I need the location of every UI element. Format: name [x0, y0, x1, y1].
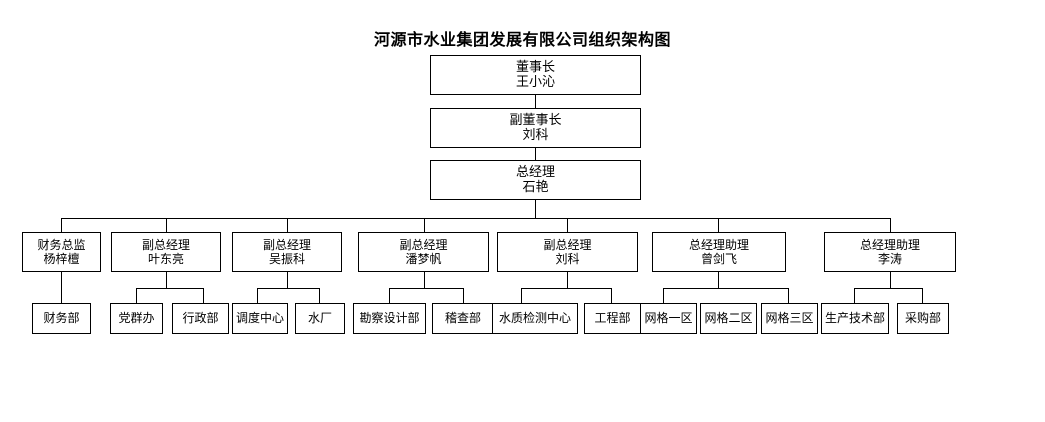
node-manager-7-title: 总经理助理: [859, 237, 920, 252]
node-vice-chairman-name: 刘科: [522, 128, 549, 143]
node-vice-chairman-title: 副董事长: [509, 112, 562, 128]
node-dept-13-label: 生产技术部: [824, 311, 885, 326]
node-dept-procurement[interactable]: 采购部: [897, 303, 949, 334]
node-manager-2-title: 副总经理: [141, 237, 190, 252]
connector-manager-bus: [61, 218, 890, 219]
connector-bus-to-manager-5: [567, 218, 568, 232]
node-manager-5-name: 刘科: [555, 252, 580, 266]
connector-bus-to-manager-4: [424, 218, 425, 232]
node-dept-grid-zone-1[interactable]: 网格一区: [640, 303, 697, 334]
node-general-manager-title: 总经理: [515, 164, 555, 180]
node-manager-6-name: 曾剑飞: [700, 252, 737, 266]
node-dept-dispatch-center[interactable]: 调度中心: [232, 303, 288, 334]
node-vice-chairman[interactable]: 副董事长 刘科: [430, 108, 641, 148]
connector-ye-dongliang-bus: [136, 288, 203, 289]
node-manager-1-name: 杨梓檀: [43, 252, 80, 266]
node-general-manager[interactable]: 总经理 石艳: [430, 160, 641, 200]
node-dept-finance[interactable]: 财务部: [32, 303, 91, 334]
node-manager-2-name: 叶东亮: [147, 252, 184, 266]
node-dept-water-plant[interactable]: 水厂: [295, 303, 345, 334]
connector-pan-mengfan-bus: [389, 288, 463, 289]
node-dept-5-label: 水厂: [307, 311, 332, 326]
connector-wu-zhenke-drop: [287, 272, 288, 288]
connector-li-tao-bus: [854, 288, 922, 289]
node-dept-4-label: 调度中心: [235, 311, 284, 326]
node-dept-11-label: 网格二区: [704, 311, 753, 326]
connector-ye-dongliang-drop: [166, 272, 167, 288]
connector-zeng-jianfei-bus: [663, 288, 788, 289]
node-chairman-name: 王小沁: [515, 75, 555, 90]
node-manager-ye-dongliang[interactable]: 副总经理 叶东亮: [111, 232, 221, 272]
connector-ye-dongliang-to-dept-1: [136, 288, 137, 303]
node-dept-party-affairs[interactable]: 党群办: [110, 303, 163, 334]
node-manager-5-title: 副总经理: [543, 237, 592, 252]
node-manager-liu-ke[interactable]: 副总经理 刘科: [497, 232, 638, 272]
connector-liu-ke-to-dept-1: [521, 288, 522, 303]
node-dept-grid-zone-2[interactable]: 网格二区: [700, 303, 757, 334]
connector-li-tao-to-dept-2: [922, 288, 923, 303]
connector-bus-to-manager-6: [718, 218, 719, 232]
connector-li-tao-to-dept-1: [854, 288, 855, 303]
node-manager-pan-mengfan[interactable]: 副总经理 潘梦帆: [358, 232, 489, 272]
node-manager-wu-zhenke[interactable]: 副总经理 吴振科: [232, 232, 342, 272]
connector-general-manager-drop: [535, 200, 536, 218]
connector-bus-to-manager-3: [287, 218, 288, 232]
node-general-manager-name: 石艳: [522, 180, 549, 195]
node-manager-6-title: 总经理助理: [688, 237, 749, 252]
node-manager-li-tao[interactable]: 总经理助理 李涛: [824, 232, 956, 272]
node-dept-7-label: 稽查部: [444, 311, 481, 326]
node-dept-6-label: 勘察设计部: [359, 311, 420, 326]
connector-liu-ke-drop: [567, 272, 568, 288]
connector-wu-zhenke-bus: [257, 288, 319, 289]
node-dept-9-label: 工程部: [594, 311, 631, 326]
page-title: 河源市水业集团发展有限公司组织架构图: [373, 30, 671, 49]
connector-zeng-jianfei-to-dept-1: [663, 288, 664, 303]
connector-li-tao-drop: [890, 272, 891, 288]
connector-liu-ke-bus: [521, 288, 611, 289]
connector-wu-zhenke-to-dept-2: [319, 288, 320, 303]
node-manager-1-title: 财务总监: [37, 237, 86, 252]
node-manager-zeng-jianfei[interactable]: 总经理助理 曾剑飞: [652, 232, 786, 272]
node-chairman[interactable]: 董事长 王小沁: [430, 55, 641, 95]
node-dept-14-label: 采购部: [904, 311, 941, 326]
node-dept-3-label: 行政部: [182, 311, 219, 326]
connector-ye-dongliang-to-dept-2: [203, 288, 204, 303]
node-manager-3-title: 副总经理: [262, 237, 311, 252]
node-manager-7-name: 李涛: [877, 252, 902, 266]
connector-pan-mengfan-drop: [424, 272, 425, 288]
node-dept-water-quality-testing-center[interactable]: 水质检测中心: [492, 303, 578, 334]
node-dept-10-label: 网格一区: [644, 311, 693, 326]
connector-pan-mengfan-to-dept-1: [389, 288, 390, 303]
node-dept-12-label: 网格三区: [765, 311, 814, 326]
node-dept-survey-design[interactable]: 勘察设计部: [353, 303, 426, 334]
connector-bus-to-manager-1: [61, 218, 62, 232]
connector-finance-director-to-dept: [61, 272, 62, 303]
connector-bus-to-manager-2: [166, 218, 167, 232]
connector-zeng-jianfei-to-dept-3: [788, 288, 789, 303]
node-chairman-title: 董事长: [515, 59, 555, 75]
node-dept-production-technology[interactable]: 生产技术部: [821, 303, 889, 334]
node-dept-1-label: 财务部: [43, 311, 80, 326]
connector-wu-zhenke-to-dept-1: [257, 288, 258, 303]
node-dept-engineering[interactable]: 工程部: [584, 303, 641, 334]
node-dept-grid-zone-3[interactable]: 网格三区: [761, 303, 818, 334]
node-dept-2-label: 党群办: [118, 311, 155, 326]
connector-bus-to-manager-7: [890, 218, 891, 232]
node-dept-administration[interactable]: 行政部: [172, 303, 229, 334]
node-manager-3-name: 吴振科: [268, 252, 305, 266]
node-manager-4-name: 潘梦帆: [405, 252, 442, 266]
connector-zeng-jianfei-drop: [718, 272, 719, 288]
connector-chairman-to-vice-chairman: [535, 95, 536, 109]
node-dept-8-label: 水质检测中心: [498, 311, 571, 326]
connector-pan-mengfan-to-dept-2: [463, 288, 464, 303]
node-manager-finance-director[interactable]: 财务总监 杨梓檀: [22, 232, 101, 272]
node-dept-inspection[interactable]: 稽查部: [432, 303, 494, 334]
connector-liu-ke-to-dept-2: [611, 288, 612, 303]
node-manager-4-title: 副总经理: [399, 237, 448, 252]
connector-vice-chairman-to-general-manager: [535, 148, 536, 161]
